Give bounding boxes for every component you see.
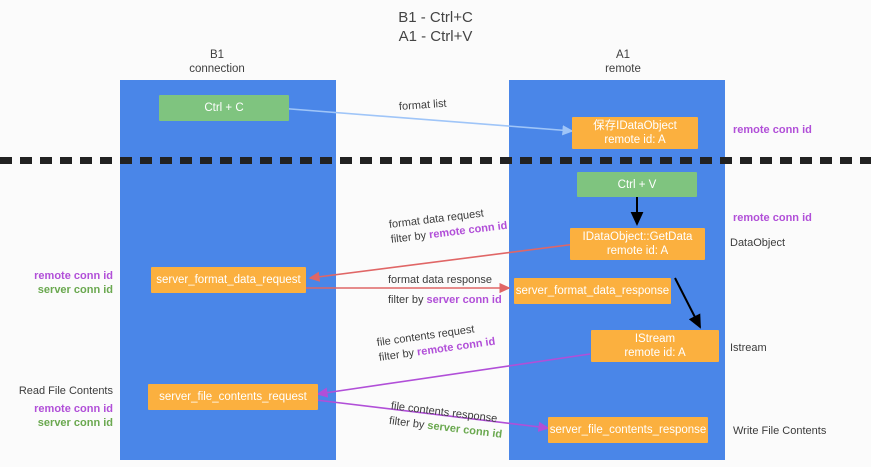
box-save-idataobject-line2: remote id: A	[604, 134, 666, 146]
box-istream[interactable]: IStream remote id: A	[591, 330, 719, 362]
box-server-file-contents-request-label: server_file_contents_request	[159, 391, 307, 403]
box-ctrl-c[interactable]: Ctrl + C	[159, 95, 289, 121]
annotation-left-remote-conn-id-2: remote conn id	[34, 403, 113, 415]
annotation-left-server-conn-id: server conn id	[37, 284, 113, 296]
box-istream-line2: remote id: A	[624, 347, 686, 359]
annotation-right-dataobject: DataObject	[730, 237, 786, 249]
filter-prefix-1: filter by	[390, 229, 430, 246]
column-header-a1: A1 remote	[558, 48, 688, 76]
edge-label-format-data-response-text: format data response	[388, 274, 492, 286]
column-header-a1-role: remote	[605, 63, 641, 75]
column-header-b1: B1 connection	[152, 48, 282, 76]
column-header-b1-name: B1	[209, 49, 225, 61]
edge-label-file-contents-response: file contents response filter by server …	[388, 399, 505, 443]
edge-label-format-list: format list	[398, 97, 447, 115]
box-istream-line1: IStream	[634, 333, 676, 345]
annotation-left-read-file-contents: Read File Contents	[18, 385, 113, 397]
box-server-format-data-request-label: server_format_data_request	[156, 274, 301, 286]
box-server-format-data-response[interactable]: server_format_data_response	[514, 278, 671, 304]
annotation-left-server-conn-id-2: server conn id	[37, 417, 113, 429]
edge-label-format-data-response: format data response filter by server co…	[388, 273, 502, 308]
box-ctrl-c-label: Ctrl + C	[204, 102, 244, 114]
filter-prefix-2: filter by	[388, 294, 427, 306]
box-idataobject-getdata[interactable]: IDataObject::GetData remote id: A	[570, 228, 705, 260]
annotation-right-write-file-contents: Write File Contents	[733, 425, 827, 437]
title-line-2: A1 - Ctrl+V	[398, 28, 473, 45]
box-server-file-contents-response-label: server_file_contents_response	[549, 424, 707, 436]
box-idataobject-getdata-line1: IDataObject::GetData	[582, 231, 693, 243]
annotation-right-remote-conn-id-mid: remote conn id	[733, 212, 812, 224]
box-server-format-data-response-label: server_format_data_response	[515, 285, 670, 297]
annotation-right-remote-conn-id-top: remote conn id	[733, 124, 812, 136]
annotation-left-remote-conn-id: remote conn id	[34, 270, 113, 282]
column-header-a1-name: A1	[615, 49, 631, 61]
box-server-file-contents-request[interactable]: server_file_contents_request	[148, 384, 318, 410]
edge-label-format-data-response-filter: filter by server conn id	[388, 293, 502, 308]
box-server-format-data-request[interactable]: server_format_data_request	[151, 267, 306, 293]
phase-separator	[0, 157, 871, 164]
title-line-1: B1 - Ctrl+C	[398, 9, 473, 26]
page-title: B1 - Ctrl+C A1 - Ctrl+V	[0, 8, 871, 46]
edge-label-format-list-text: format list	[398, 97, 447, 113]
annotation-right-istream: Istream	[730, 342, 767, 354]
box-ctrl-v[interactable]: Ctrl + V	[577, 172, 697, 197]
filter-prefix-4: filter by	[388, 414, 429, 432]
box-server-file-contents-response[interactable]: server_file_contents_response	[548, 417, 708, 443]
edge-label-file-contents-request: file contents request filter by remote c…	[376, 320, 496, 366]
filter-key-2: server conn id	[426, 294, 502, 306]
box-save-idataobject-line1: 保存IDataObject	[593, 120, 677, 132]
box-save-idataobject[interactable]: 保存IDataObject remote id: A	[572, 117, 698, 149]
edge-label-format-data-request: format data request filter by remote con…	[388, 204, 508, 248]
column-header-b1-role: connection	[189, 63, 245, 75]
box-idataobject-getdata-line2: remote id: A	[606, 245, 669, 257]
filter-prefix-3: filter by	[378, 346, 418, 364]
box-ctrl-v-label: Ctrl + V	[617, 178, 657, 191]
